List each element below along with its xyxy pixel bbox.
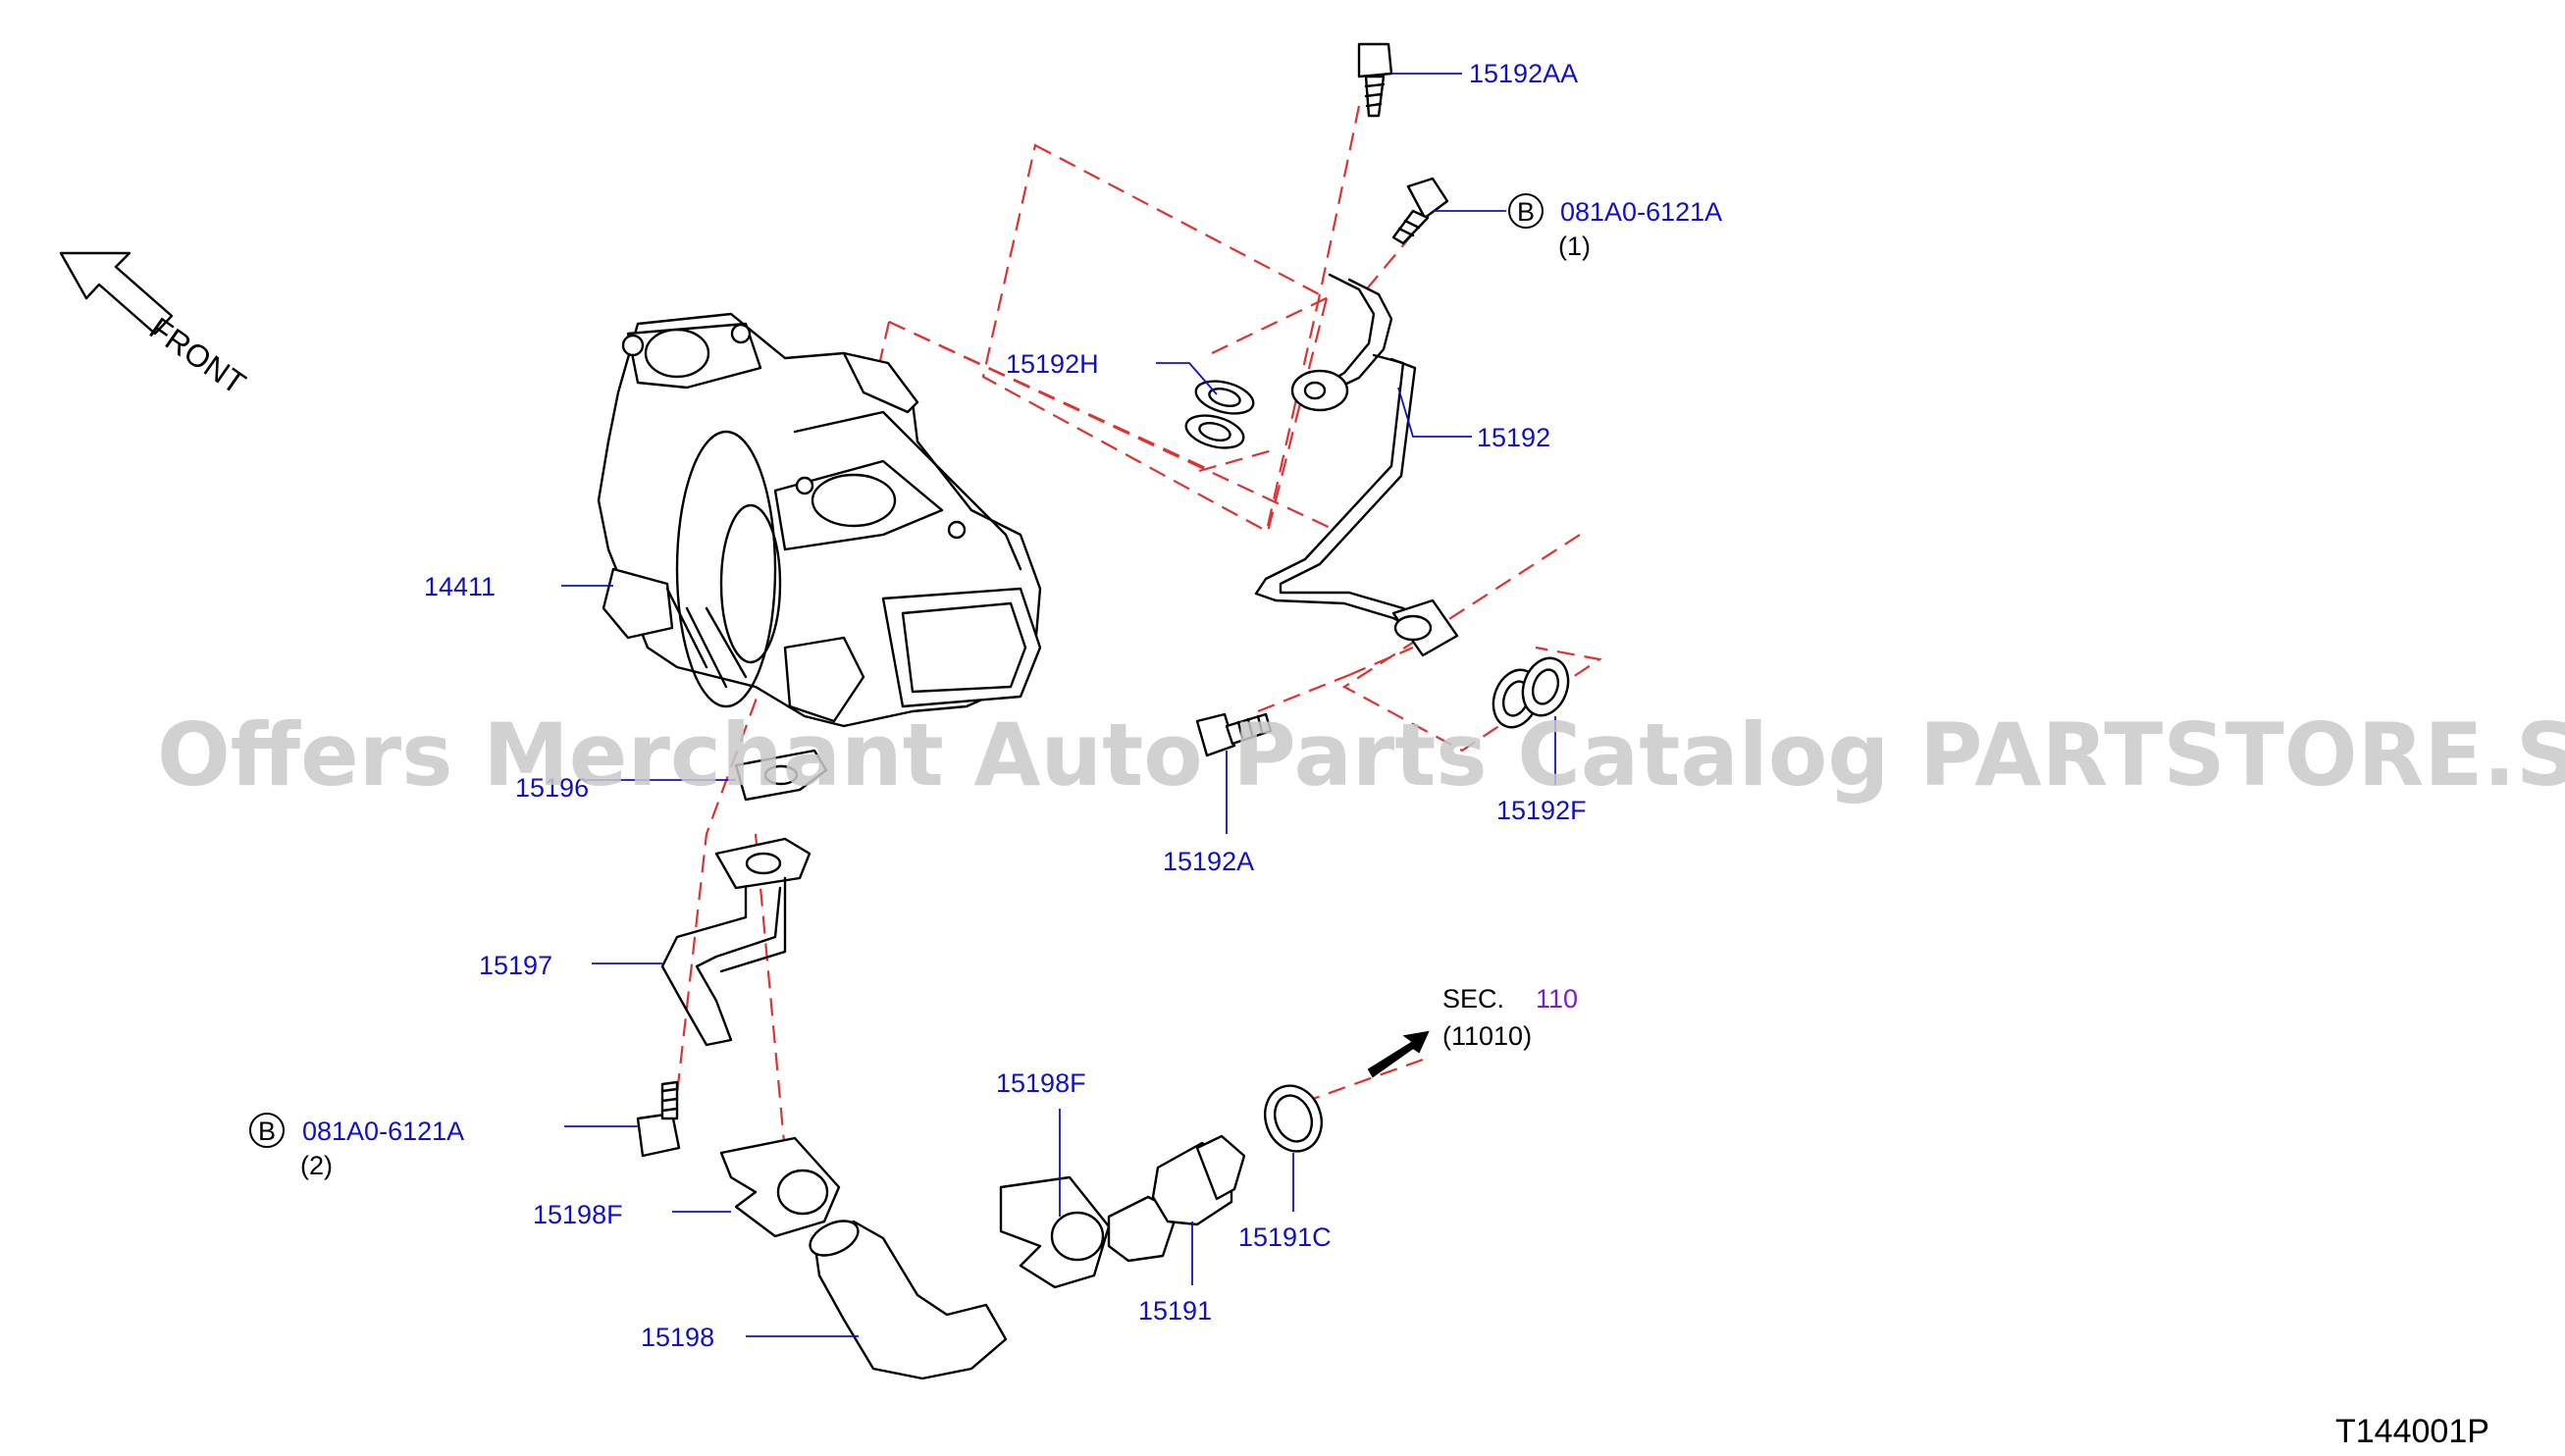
callout-15191[interactable]: 15191 [1138, 1296, 1212, 1326]
callout-15191c[interactable]: 15191C [1238, 1222, 1332, 1252]
section-prefix: SEC. [1442, 984, 1504, 1014]
section-number[interactable]: 110 [1536, 984, 1578, 1014]
gasket-15192f [1492, 656, 1570, 729]
oil-feed-tube [1254, 273, 1459, 657]
leader-lines [561, 73, 1556, 1337]
watermark: Offers Merchant Auto Parts Catalog PARTS… [157, 704, 2565, 806]
callout-15198f-right[interactable]: 15198F [996, 1068, 1086, 1098]
callout-bolt-upper[interactable]: 081A0-6121A [1560, 197, 1722, 227]
bolt-lower [636, 1080, 681, 1158]
callout-15192aa[interactable]: 15192AA [1469, 59, 1578, 88]
clamp-right [999, 1175, 1111, 1289]
b-badge-lower [249, 1113, 285, 1148]
bolt-15192aa [1357, 42, 1393, 118]
oring-15191c [1264, 1084, 1323, 1153]
gasket-15196 [734, 749, 828, 802]
callout-15198[interactable]: 15198 [641, 1323, 714, 1352]
connector-15191 [1107, 1134, 1246, 1263]
diagram-code: T144001P [2335, 1413, 2489, 1450]
callout-bolt-upper-qty: (1) [1558, 232, 1591, 261]
oil-return-tube [660, 837, 811, 1047]
callout-15197[interactable]: 15197 [479, 951, 552, 980]
b-badge-lower-letter: B [258, 1117, 276, 1146]
bolt-upper [1391, 177, 1449, 245]
gasket-15192h [1184, 380, 1255, 449]
callout-15192h[interactable]: 15192H [1006, 349, 1099, 379]
b-badge-upper [1508, 193, 1544, 229]
callout-15192a[interactable]: 15192A [1163, 847, 1254, 876]
section-arrow-icon [1367, 1030, 1430, 1078]
eyebolt-15192a [1195, 712, 1273, 757]
callout-15192f[interactable]: 15192F [1496, 796, 1587, 825]
b-badge-upper-letter: B [1517, 197, 1535, 227]
callout-bolt-lower[interactable]: 081A0-6121A [302, 1117, 464, 1146]
section-sub: (11010) [1442, 1021, 1532, 1051]
clamp-left [719, 1136, 841, 1238]
callout-15192[interactable]: 15192 [1477, 423, 1550, 452]
callout-14411[interactable]: 14411 [424, 572, 496, 601]
front-arrow-icon [59, 251, 174, 336]
callout-15198f-left[interactable]: 15198F [533, 1200, 623, 1229]
turbocharger [597, 312, 1042, 728]
callout-bolt-lower-qty: (2) [300, 1151, 333, 1180]
hose-15198 [809, 1220, 1008, 1380]
callout-15196[interactable]: 15196 [515, 773, 589, 803]
front-label: FRONT [143, 310, 252, 401]
